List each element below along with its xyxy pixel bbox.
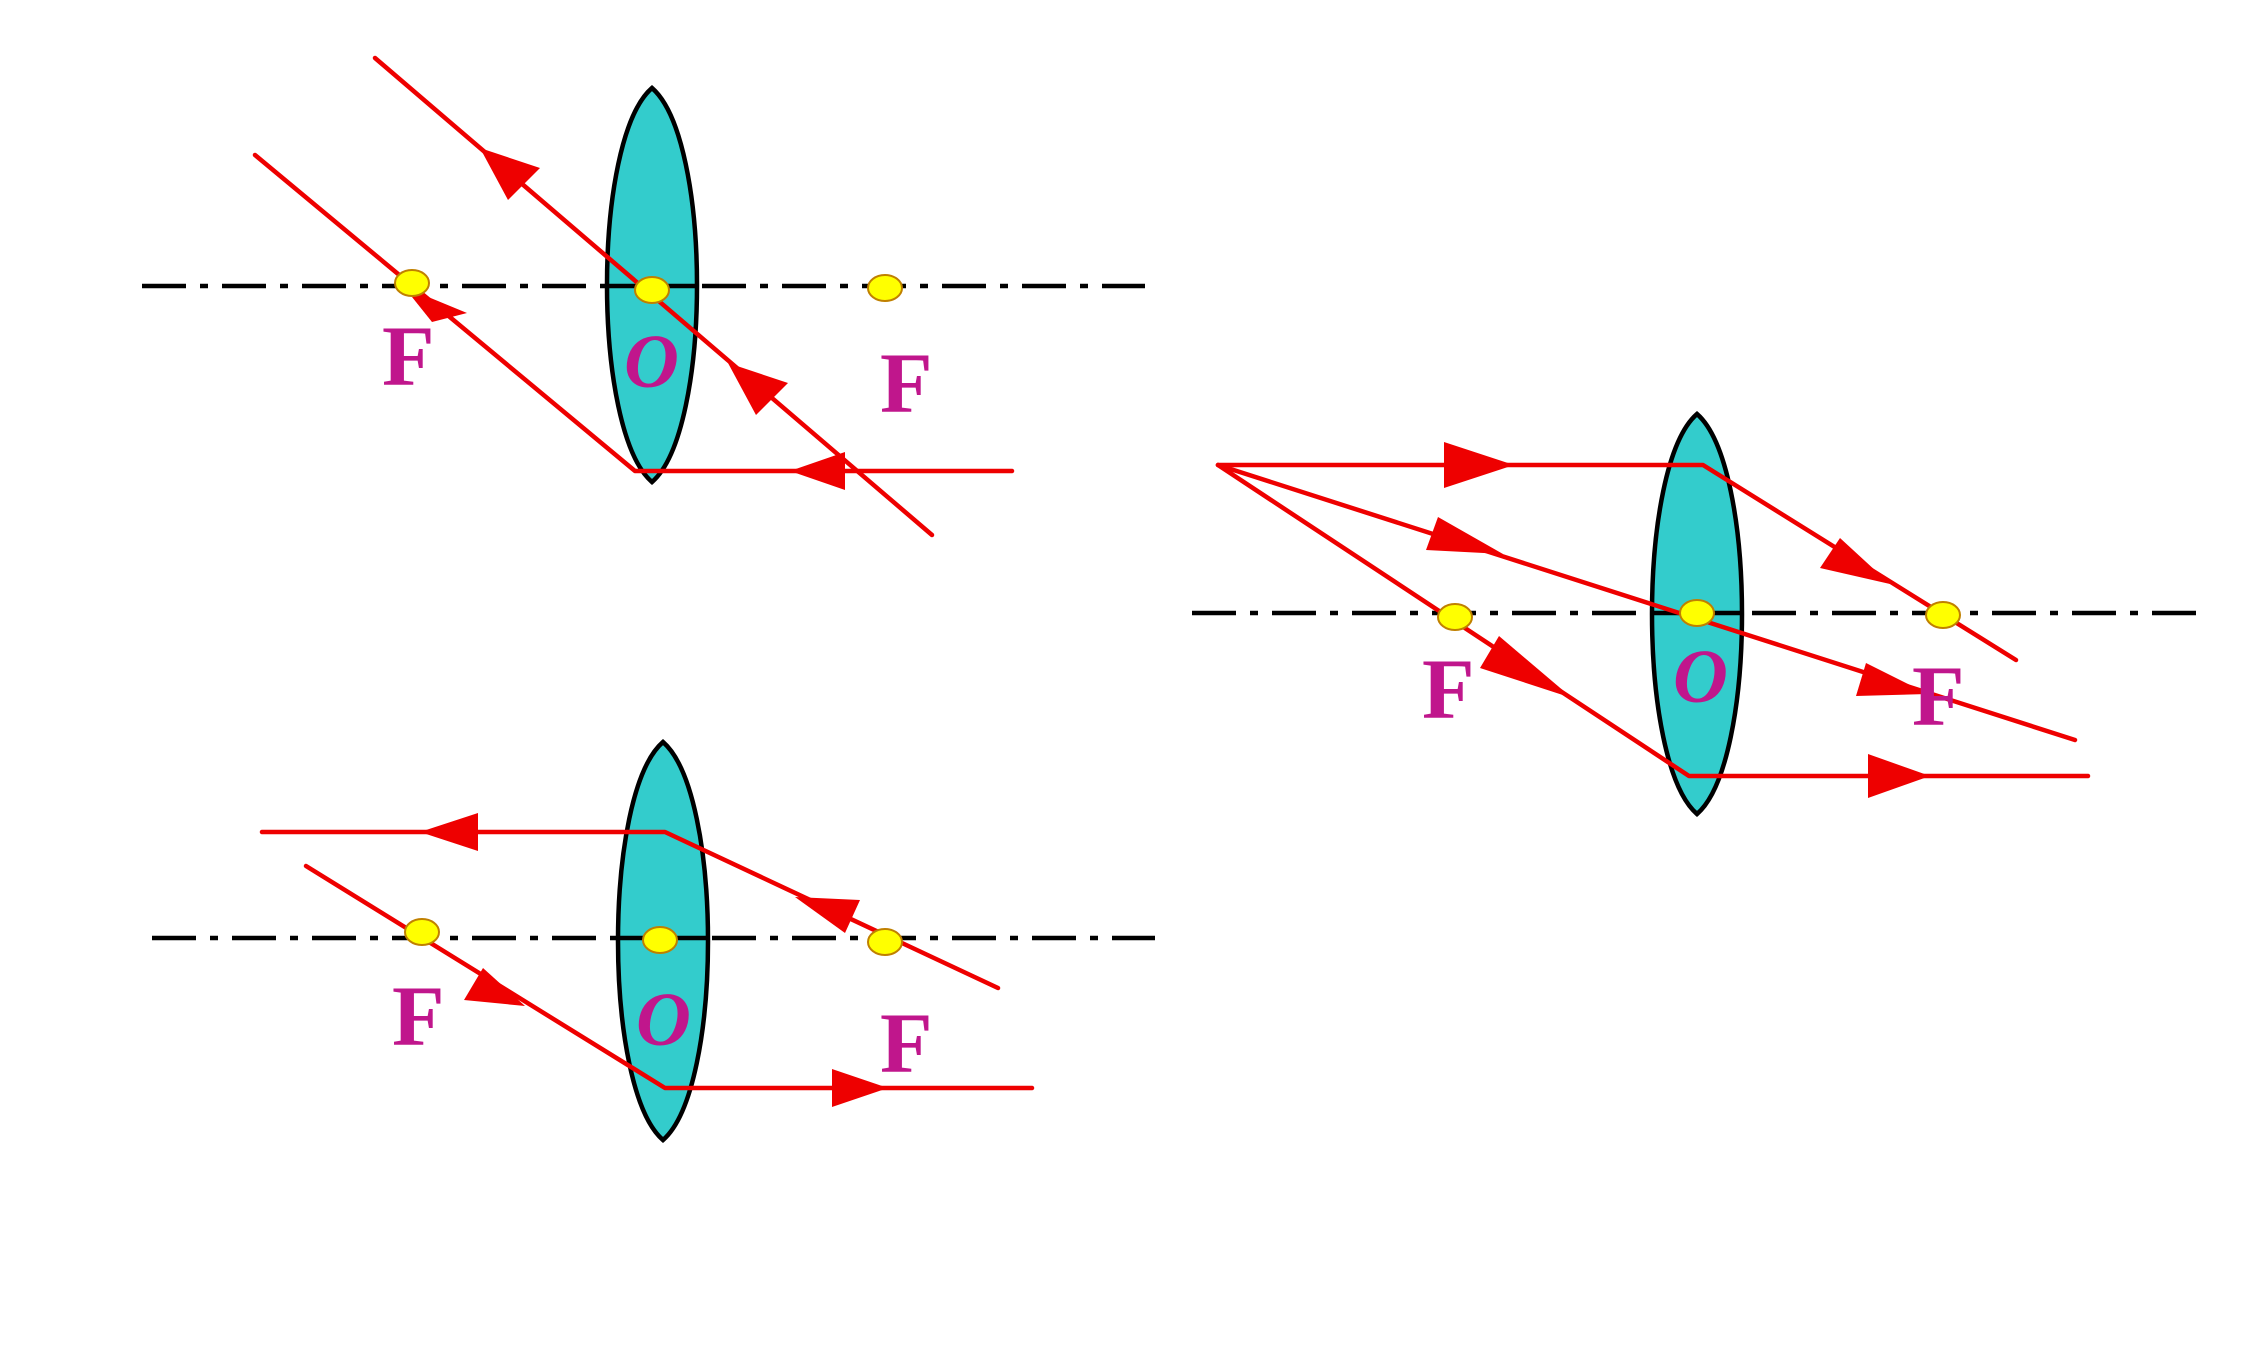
ray-arrow xyxy=(1426,517,1503,554)
ray-arrow xyxy=(1868,754,1930,798)
ray-through-center xyxy=(1215,462,2078,743)
optical-center-point xyxy=(1679,599,1715,627)
ray-arrow xyxy=(1444,442,1514,488)
center-label: O xyxy=(624,320,679,404)
focal-point-right xyxy=(867,274,903,302)
focal-point-left xyxy=(404,918,440,946)
focal-label-right: F xyxy=(880,335,933,431)
optical-center-point xyxy=(642,926,678,954)
focal-point-left xyxy=(394,269,430,297)
center-label: O xyxy=(1673,635,1728,719)
focal-label-left: F xyxy=(382,308,435,404)
diagram-top-left: F O F xyxy=(142,55,1145,538)
ray-arrow xyxy=(480,148,540,200)
focal-label-left: F xyxy=(392,968,445,1064)
ray-arrow xyxy=(420,813,478,851)
ray-arrow xyxy=(464,968,525,1006)
ray-through-focus-parallel xyxy=(1215,462,2091,779)
focal-label-right: F xyxy=(880,995,933,1091)
ray-arrow xyxy=(728,363,788,415)
center-label: O xyxy=(636,978,691,1062)
focal-label-left: F xyxy=(1422,641,1475,737)
ray-parallel-through-focus xyxy=(1215,462,2019,663)
ray-arrow xyxy=(1480,636,1572,698)
diagram-bottom-left: F O F xyxy=(152,739,1155,1143)
focal-point-right xyxy=(1925,601,1961,629)
optical-center-point xyxy=(634,276,670,304)
ray-arrow xyxy=(790,452,845,490)
focal-point-left xyxy=(1437,603,1473,631)
ray-arrow xyxy=(1856,663,1928,696)
ray-arrow xyxy=(1820,538,1890,584)
ray-arrow xyxy=(795,897,860,933)
focal-label-right: F xyxy=(1912,648,1965,744)
focal-point-right xyxy=(867,928,903,956)
ray-arrow xyxy=(832,1069,888,1107)
diagram-right: F O F xyxy=(1192,411,2198,817)
ray-arrow xyxy=(404,287,467,322)
ray-parallel-refracted xyxy=(252,152,1015,474)
